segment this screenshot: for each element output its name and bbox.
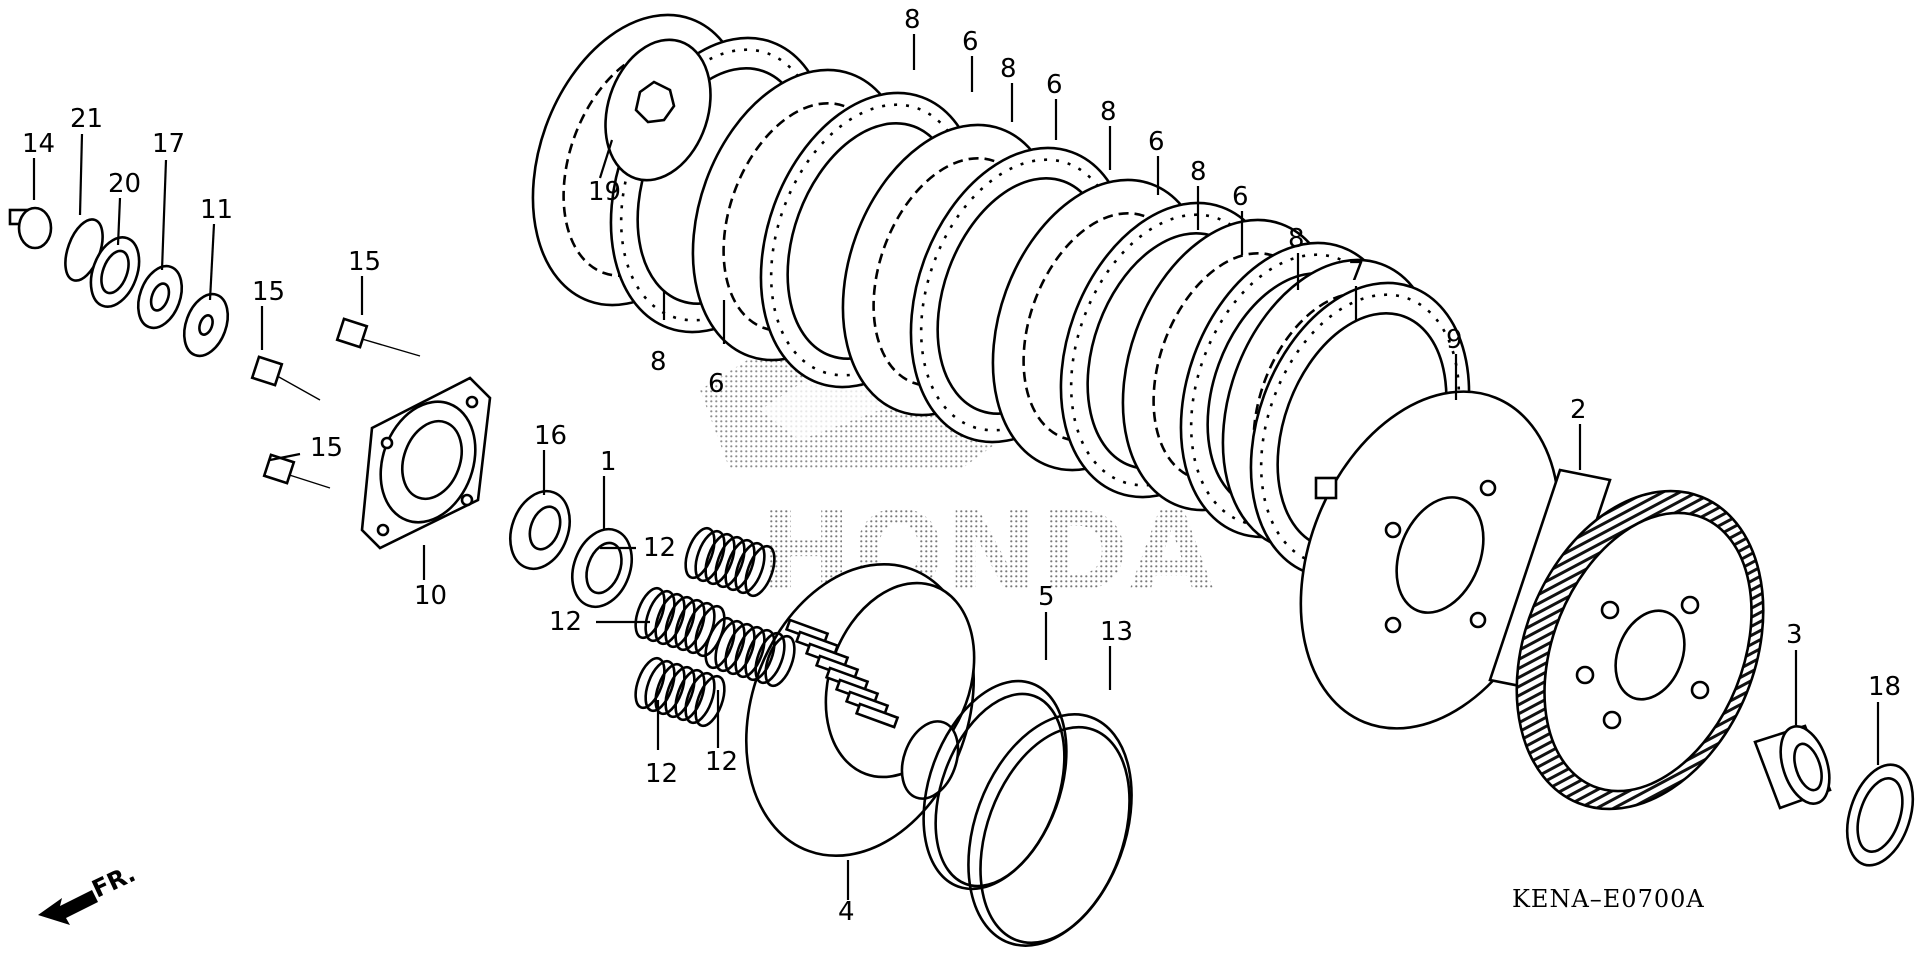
- bolts-15: [250, 317, 421, 489]
- callout-c6c: 6: [1046, 70, 1063, 100]
- thrust-washer-18: [1845, 763, 1915, 867]
- front-indicator: FR.: [88, 859, 140, 903]
- judder-spring-13: [967, 713, 1133, 947]
- leader-line: [160, 159, 168, 271]
- leader-line: [116, 197, 122, 246]
- callout-c4: 4: [838, 897, 855, 927]
- clutch-spring: [634, 656, 726, 728]
- circlip-5: [922, 679, 1068, 891]
- callout-c12c: 12: [645, 759, 678, 789]
- callout-c14: 14: [22, 129, 55, 159]
- callout-c8f: 8: [1288, 224, 1305, 254]
- callout-c16: 16: [534, 421, 567, 451]
- callout-c6b: 6: [962, 27, 979, 57]
- leader-line: [269, 452, 301, 462]
- collar-3: [1753, 724, 1832, 810]
- callout-c15c: 15: [310, 433, 343, 463]
- callout-c12d: 12: [705, 747, 738, 777]
- callout-c13: 13: [1100, 617, 1133, 647]
- callout-c6e: 6: [1232, 182, 1249, 212]
- washer-17: [136, 264, 184, 330]
- callout-c6d: 6: [1148, 127, 1165, 157]
- callout-c17: 17: [152, 129, 185, 159]
- lock-washer-19: [604, 38, 712, 182]
- center-rib: [854, 702, 900, 729]
- callout-c12a: 12: [643, 533, 676, 563]
- pressure-plate-9: [1299, 390, 1561, 730]
- washer-11: [182, 292, 230, 358]
- callout-c21: 21: [70, 104, 103, 134]
- lifter-plate-10: [360, 376, 492, 550]
- callout-c8a: 8: [650, 347, 667, 377]
- callout-c20: 20: [108, 169, 141, 199]
- clutch-springs-12: [634, 526, 796, 728]
- callout-c1: 1: [600, 447, 617, 477]
- callout-c6a: 6: [708, 369, 725, 399]
- callout-c5: 5: [1038, 582, 1055, 612]
- leader-line: [208, 223, 216, 301]
- leader-lines: [32, 34, 1880, 900]
- front-arrow-icon: FR.: [38, 859, 140, 925]
- callout-c8d: 8: [1100, 97, 1117, 127]
- callout-c12b: 12: [549, 607, 582, 637]
- clutch-outer-2: [1488, 468, 1765, 811]
- callout-c18: 18: [1868, 672, 1901, 702]
- callout-c11: 11: [200, 195, 233, 225]
- clutch-center-4: [744, 562, 976, 858]
- callout-c7: 7: [1348, 257, 1365, 287]
- drawing-code: KENA–E0700A: [1512, 885, 1705, 913]
- callout-c3: 3: [1786, 620, 1803, 650]
- callout-c8e: 8: [1190, 157, 1207, 187]
- lock-nut-16: [509, 489, 571, 571]
- callout-c19: 19: [588, 177, 621, 207]
- bearing-20: [89, 236, 141, 308]
- callout-c15a: 15: [348, 247, 381, 277]
- callout-c15b: 15: [252, 277, 285, 307]
- leader-line: [598, 139, 614, 179]
- lifter-rod-14: [8, 206, 53, 250]
- callout-c8c: 8: [1000, 54, 1017, 84]
- clutch-spring: [704, 616, 796, 688]
- callout-c9: 9: [1446, 325, 1463, 355]
- clutch-spring: [684, 526, 776, 598]
- callout-c2: 2: [1570, 395, 1587, 425]
- callout-c10: 10: [414, 581, 447, 611]
- callout-c8b: 8: [904, 5, 921, 35]
- washer-1: [571, 527, 633, 609]
- leader-line: [78, 133, 84, 216]
